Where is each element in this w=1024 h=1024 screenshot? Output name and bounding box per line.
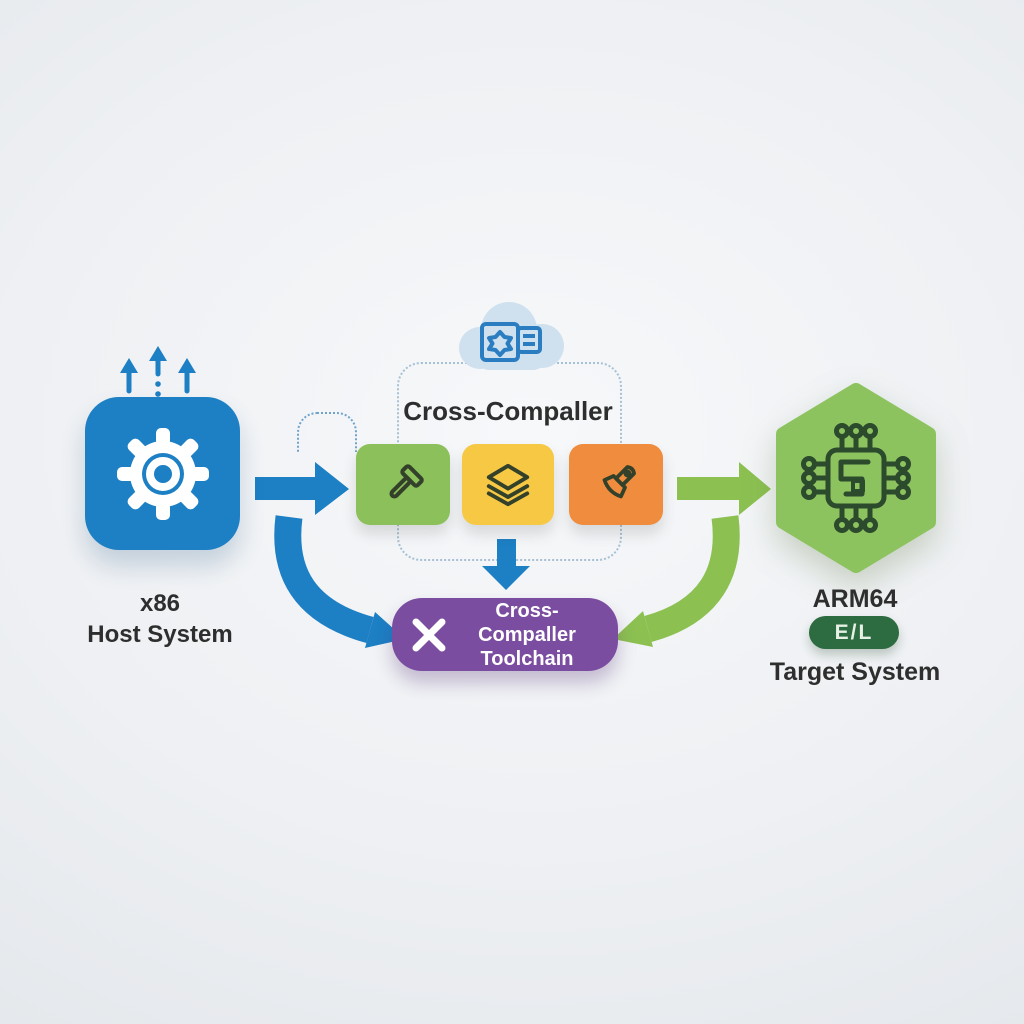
gear-icon (116, 427, 209, 520)
toolchain-box: Cross-Compaller Toolchain (392, 598, 618, 671)
paint-tool-box (569, 444, 663, 525)
layers-tool-box (462, 444, 554, 525)
compiler-to-target-arrow (677, 462, 771, 515)
build-tool-box (356, 444, 450, 525)
dotted-arch-decoration (297, 412, 357, 452)
target-to-toolchain-arrow (613, 515, 740, 647)
toolchain-label: Cross-Compaller Toolchain (450, 599, 618, 671)
host-arch-label: x86 (139, 590, 181, 617)
x-icon (412, 618, 446, 651)
brush-icon (602, 464, 636, 498)
target-badge-label: E/L (834, 620, 874, 644)
compiler-title: Cross-Compaller (403, 396, 613, 426)
hammer-icon (389, 463, 424, 499)
host-to-toolchain-arrow (274, 515, 405, 648)
chip-icon (801, 423, 911, 533)
target-badge: E/L (809, 616, 899, 649)
toolchain-label-line2: Toolchain (480, 647, 574, 670)
host-label: x86 Host System (58, 588, 262, 650)
cloud-certificate-icon (459, 302, 564, 370)
host-box (85, 397, 240, 550)
target-hexagon (776, 383, 936, 573)
toolchain-label-line1: Cross-Compaller (478, 599, 576, 646)
target-arch-label: ARM64 (812, 585, 898, 613)
layers-icon (486, 463, 530, 506)
target-system-label: Target System (769, 658, 941, 686)
host-to-compiler-arrow (255, 462, 349, 515)
triple-up-arrows-icon (120, 346, 196, 397)
host-system-label: Host System (87, 621, 233, 648)
